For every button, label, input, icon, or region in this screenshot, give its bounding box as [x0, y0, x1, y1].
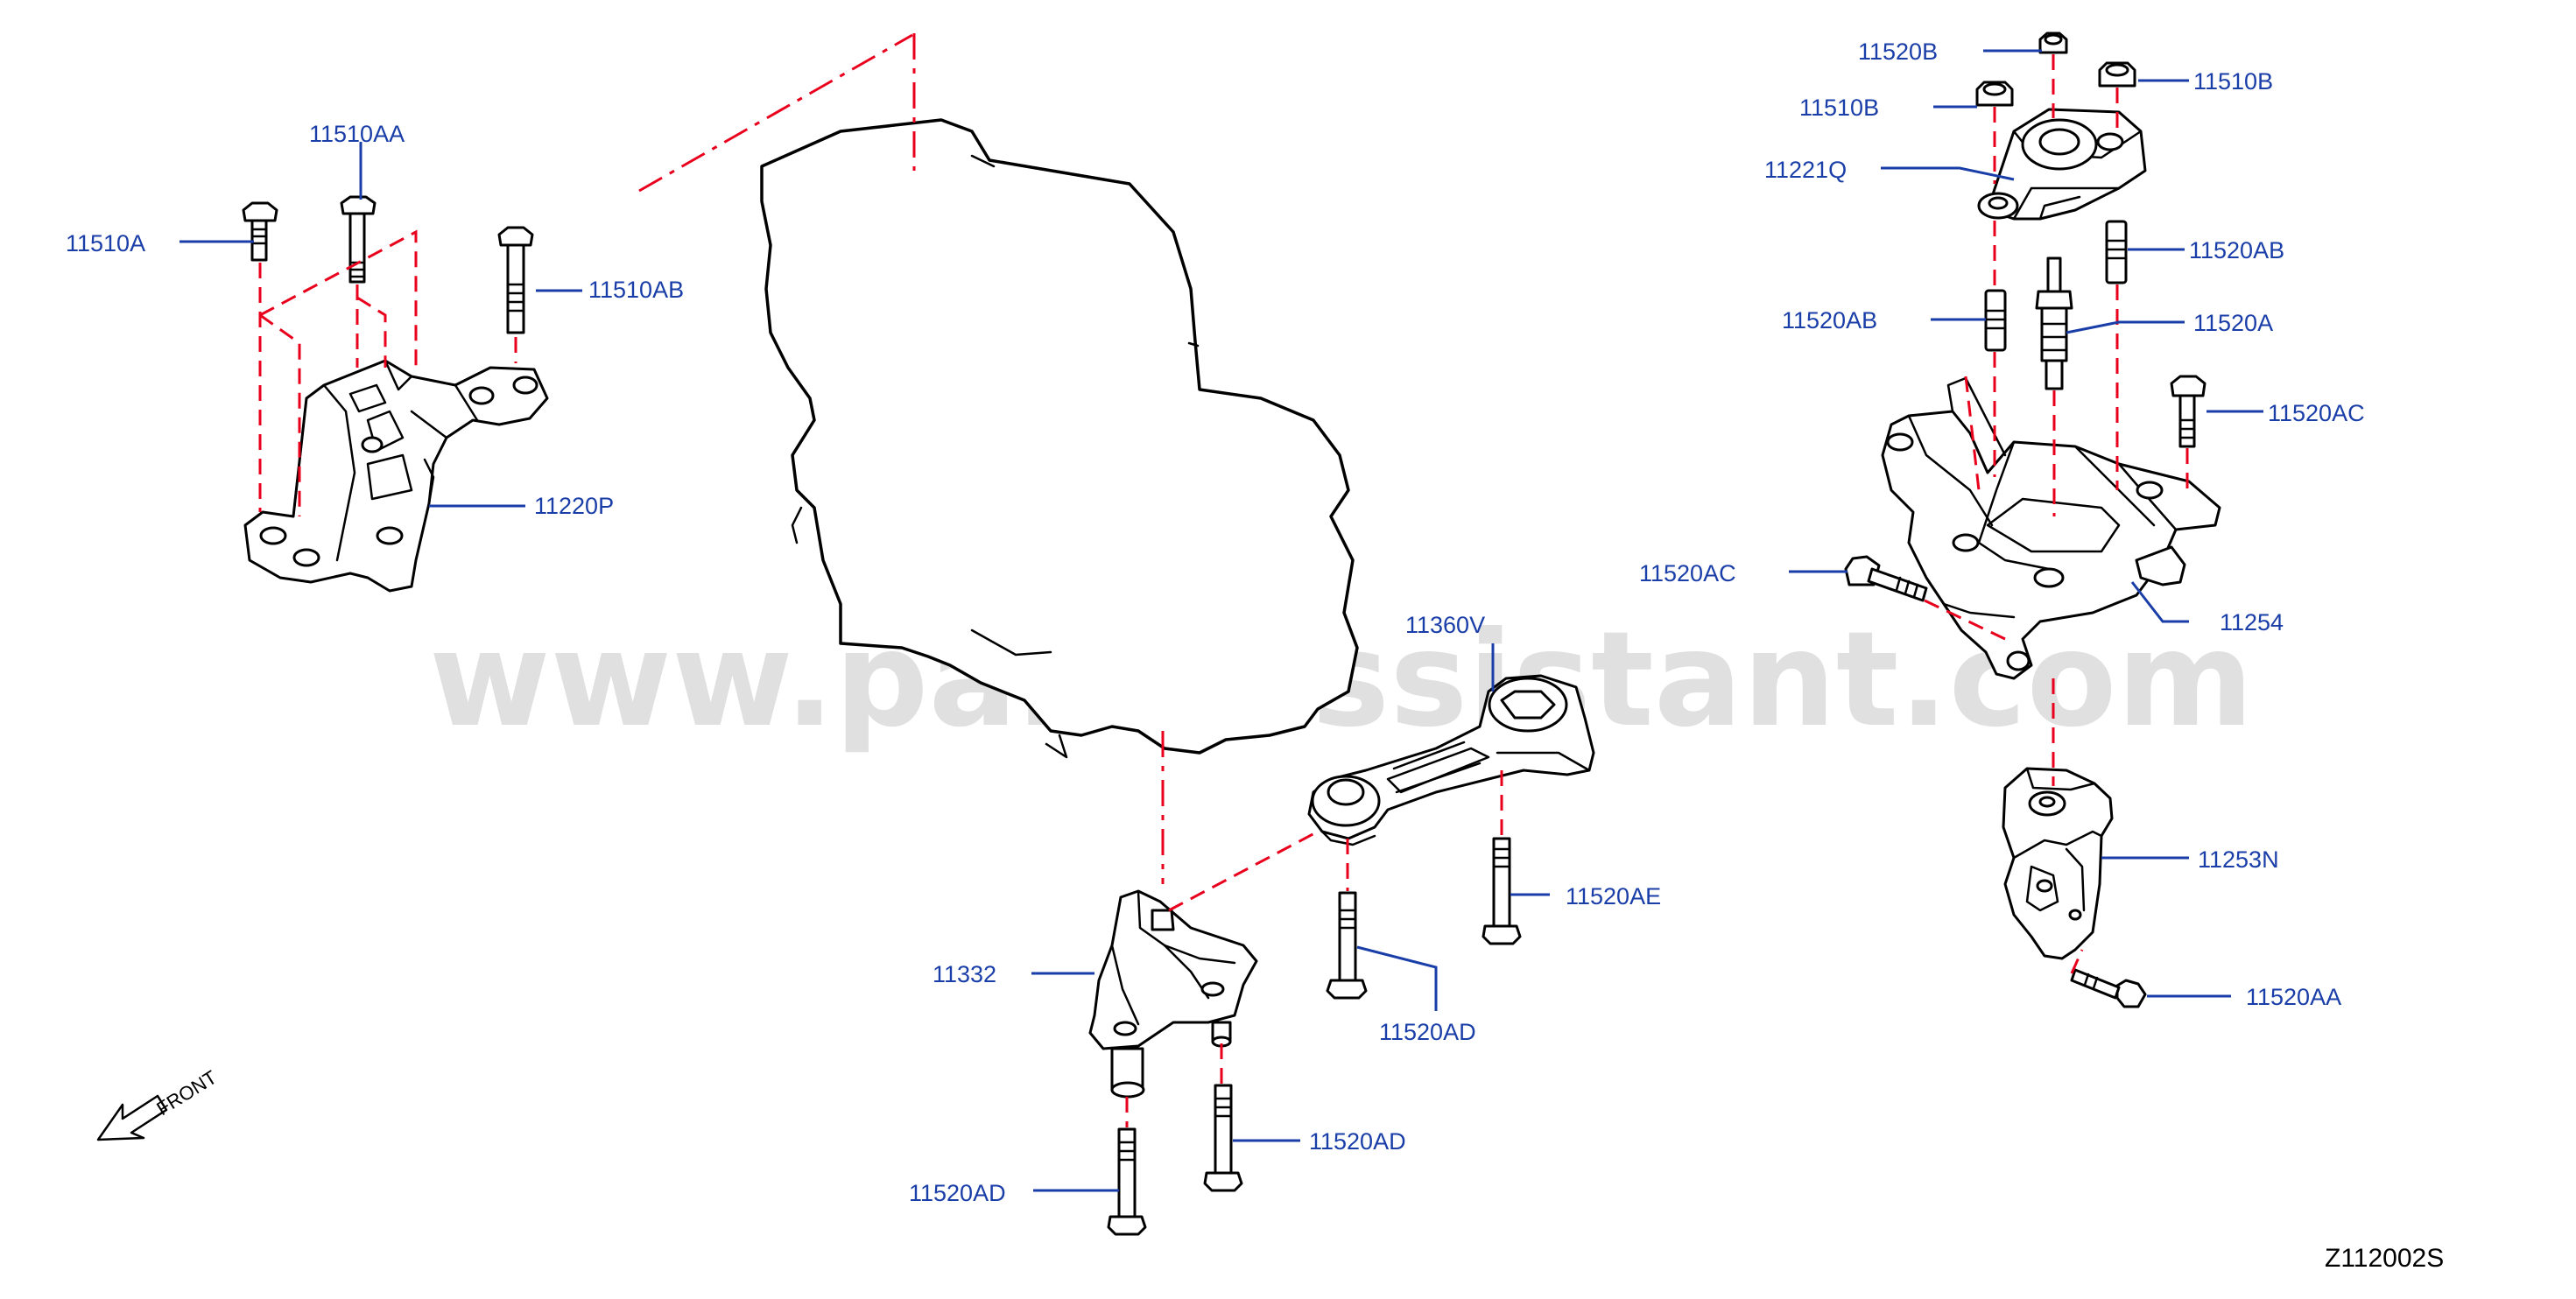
nut-11520B	[2038, 32, 2068, 54]
figure-code: Z112002S	[2325, 1244, 2444, 1273]
guide-box-right	[356, 296, 387, 368]
stud-11520AB-right	[2105, 220, 2128, 284]
bracket-11332	[1088, 889, 1258, 1099]
callout-11520B: 11520B	[1858, 39, 1938, 65]
callout-11520AC-right: 11520AC	[2268, 400, 2365, 426]
bolt-11520AC-left	[1844, 555, 1928, 602]
callout-11520AD-bottom-right: 11520AD	[1309, 1128, 1406, 1155]
front-label: FRONT	[152, 1066, 221, 1120]
callout-11510B-left: 11510B	[1799, 95, 1879, 121]
callout-11520AB-left: 11520AB	[1782, 307, 1877, 334]
bolt-11520AC-right	[2170, 375, 2206, 448]
crossmember-11254	[1881, 376, 2221, 680]
callout-11220P: 11220P	[534, 493, 614, 519]
bolt-11510A	[242, 201, 278, 262]
callout-11520AE: 11520AE	[1566, 883, 1661, 909]
bolt-11520AD-bottom-left	[1107, 1127, 1147, 1236]
guide-torque-rod-bracket	[1168, 830, 1319, 912]
engine-outline	[760, 118, 1359, 759]
engine-mount-left-11220P	[243, 359, 549, 593]
guide-box-left	[259, 229, 418, 372]
engine-guide-top	[638, 33, 913, 193]
front-arrow-icon	[96, 1094, 168, 1141]
guide-box-mid	[259, 313, 301, 516]
callout-11253N: 11253N	[2198, 846, 2279, 873]
stud-11520AB-left	[1984, 289, 2007, 352]
torque-rod-11360V	[1307, 674, 1595, 846]
front-indicator: FRONT	[96, 1066, 221, 1141]
guide-vertical-mid	[1964, 376, 1981, 491]
nut-11510B-right	[2098, 61, 2136, 88]
callout-11520AD-bottom-left: 11520AD	[909, 1180, 1006, 1206]
callout-11520AD-mid: 11520AD	[1379, 1019, 1476, 1045]
callout-11510AA: 11510AA	[309, 121, 405, 147]
callout-11221Q: 11221Q	[1764, 157, 1847, 183]
callout-11254: 11254	[2220, 609, 2284, 635]
bolt-11520AA	[2070, 968, 2147, 1008]
bolt-11520AE	[1482, 837, 1522, 945]
nut-11510B-left	[1975, 81, 2014, 107]
callout-11520A: 11520A	[2193, 310, 2273, 336]
bolt-11520A	[2035, 256, 2073, 390]
bolt-11520AD-bottom-right	[1203, 1084, 1243, 1192]
leader-lines	[179, 49, 2263, 1192]
callout-11520AB-right: 11520AB	[2189, 237, 2284, 263]
callout-11520AC-left: 11520AC	[1639, 560, 1736, 586]
bolt-11510AB	[497, 226, 534, 334]
callout-11332: 11332	[933, 961, 996, 987]
mount-insulator-11221Q	[1977, 108, 2147, 221]
guide-11520AC-left	[1924, 599, 2006, 641]
callout-11510A: 11510A	[66, 230, 145, 256]
callout-11510B-right: 11510B	[2193, 68, 2273, 95]
bolt-11510AA	[340, 195, 377, 284]
bracket-11253N	[2002, 767, 2114, 960]
bolt-11520AD-mid	[1326, 891, 1368, 1000]
callout-11510AB: 11510AB	[588, 277, 684, 303]
guide-11520AA	[2070, 949, 2084, 974]
callout-11360V: 11360V	[1405, 612, 1485, 638]
callout-11520AA: 11520AA	[2246, 984, 2341, 1010]
